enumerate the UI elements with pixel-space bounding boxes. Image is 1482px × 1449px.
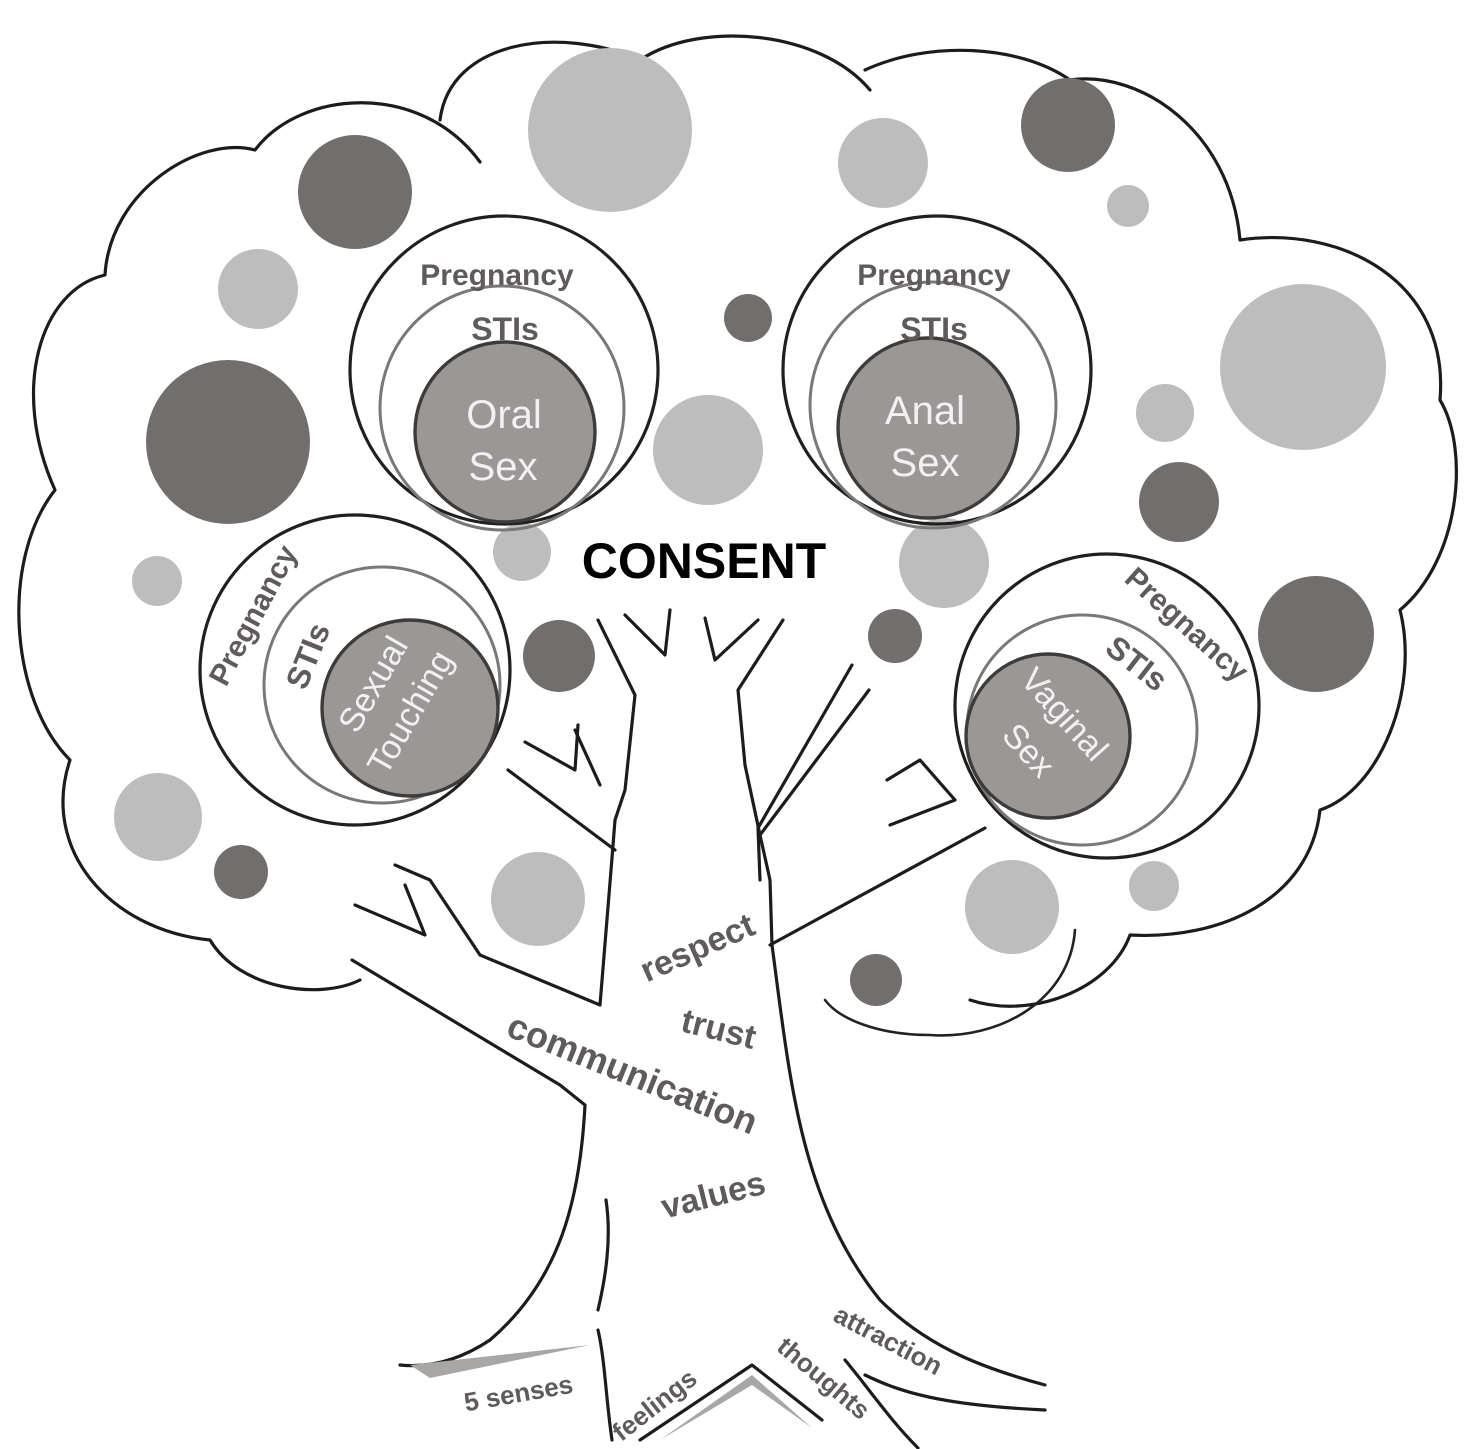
core-label-line2: Sex [469, 445, 538, 489]
trunk-words: respect trust communication values [502, 906, 770, 1227]
fruits [114, 48, 1386, 1006]
core-label-line2: Sex [891, 441, 960, 485]
root-shadow-left [410, 1345, 590, 1378]
root-word-feelings: feelings [607, 1363, 703, 1447]
light-fruit-circle [491, 852, 585, 946]
root-shadow-center [660, 1375, 812, 1440]
pregnancy-label: Pregnancy [420, 259, 574, 292]
light-fruit-circle [493, 523, 551, 581]
dark-fruit-circle [298, 135, 412, 249]
diagram-title: CONSENT [582, 533, 826, 589]
light-fruit-circle [653, 395, 763, 505]
light-fruit-circle [1220, 284, 1386, 450]
trunk-word-trust: trust [677, 1002, 760, 1057]
light-fruit-circle [132, 556, 182, 606]
twig-right-2 [885, 758, 957, 827]
stis-label: STIs [471, 311, 539, 347]
light-fruit-circle [1129, 861, 1179, 911]
twig-left-2 [523, 723, 580, 772]
light-fruit-circle [838, 118, 928, 208]
core-label-line1: Oral [466, 393, 542, 437]
dark-fruit-circle [523, 620, 595, 692]
trunk-crack-1 [596, 1198, 610, 1312]
dark-fruit-circle [868, 609, 922, 663]
twig-right-3 [703, 616, 760, 662]
light-fruit-circle [965, 860, 1059, 954]
trunk-right-inner [756, 663, 854, 882]
canopy [17, 34, 1458, 1037]
trunk-word-values: values [657, 1164, 769, 1226]
trunk-word-respect: respect [635, 906, 761, 990]
root-2 [638, 1363, 824, 1442]
dark-fruit-circle [214, 845, 268, 899]
light-fruit-circle [218, 249, 298, 329]
pregnancy-label: Pregnancy [857, 259, 1011, 292]
root-word-5-senses: 5 senses [462, 1369, 575, 1418]
root-words: 5 senses feelings thoughts attraction [462, 1299, 948, 1447]
branch-oral-sex: Pregnancy STIs Oral Sex [348, 214, 660, 532]
core-label-line1: Anal [885, 389, 965, 433]
dark-fruit-circle [1139, 462, 1219, 542]
ring-pregnancy [348, 214, 660, 526]
dark-fruit-circle [1258, 576, 1374, 692]
ring-pregnancy [198, 513, 512, 827]
dark-fruit-circle [724, 294, 772, 342]
root-4 [863, 1373, 1047, 1412]
light-fruit-circle [114, 773, 202, 861]
core-circle [836, 336, 1020, 520]
canopy-top-right-outline [863, 48, 1458, 1008]
core-circle [413, 340, 597, 524]
stis-label: STIs [900, 311, 968, 347]
twig-center-left [623, 608, 672, 657]
branch-vaginal-sex: Pregnancy STIs Vaginal Sex [953, 552, 1261, 860]
trunk-right-edge [736, 618, 1047, 1387]
trunk-right-branch [768, 826, 987, 947]
branch-sexual-touching: Pregnancy STIs Sexual Touching [198, 513, 512, 827]
ring-stis [378, 284, 626, 532]
root-3 [843, 1358, 920, 1449]
trunk-left-edge [393, 618, 637, 1007]
canopy-outline [17, 101, 482, 992]
canopy-bottom-right-outline [823, 928, 1077, 1037]
dark-fruit-circle [850, 954, 902, 1006]
light-fruit-circle [528, 48, 692, 212]
light-fruit-circle [1107, 185, 1149, 227]
dark-fruit-circle [1021, 78, 1115, 172]
branch-anal-sex: Pregnancy STIs Anal Sex [781, 214, 1093, 530]
ring-stis [808, 280, 1058, 530]
core-circle [964, 652, 1132, 820]
light-fruit-circle [899, 518, 989, 608]
trunk [350, 608, 1047, 1449]
light-fruit-circle [1136, 384, 1194, 442]
ring-pregnancy [953, 552, 1261, 860]
ring-stis [262, 565, 502, 805]
root-1 [596, 1328, 614, 1442]
dark-fruit-circle [146, 360, 310, 524]
ring-pregnancy [781, 214, 1093, 526]
twig-left-4 [353, 883, 427, 937]
twig-left-1 [506, 768, 617, 852]
twig-left-3 [573, 728, 602, 787]
twig-right-1 [758, 688, 871, 837]
core-circle [320, 618, 500, 798]
